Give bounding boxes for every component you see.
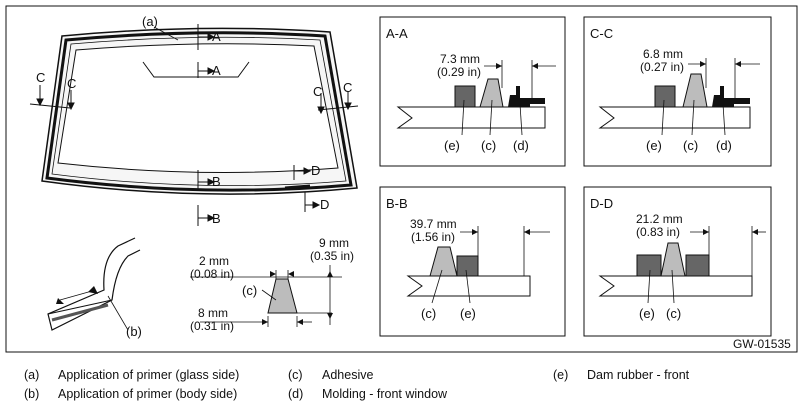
section-mark-d: [293, 165, 321, 212]
section-dd-title: D-D: [590, 196, 614, 211]
section-bb-title: B-B: [386, 196, 408, 211]
body-flange-inset: [47, 237, 141, 331]
section-label-d-lower: D: [320, 197, 330, 212]
section-bb-label-e: (e): [460, 306, 476, 321]
section-cc-title: C-C: [590, 26, 614, 41]
section-cc-dim-in: (0.27 in): [640, 60, 685, 74]
section-mark-a-notch: [197, 62, 216, 78]
section-cc-drawing: [598, 58, 760, 136]
legend-key: (b): [24, 387, 40, 401]
section-label-c-right-inner: C: [313, 84, 323, 99]
section-dd-dim: 21.2 mm: [636, 212, 683, 226]
legend-text: Dam rubber - front: [587, 368, 690, 382]
section-bb-drawing: [406, 226, 550, 304]
panel-frame-bb: [379, 186, 566, 337]
section-aa-label-c: (c): [481, 138, 497, 153]
section-cc-label-c: (c): [683, 138, 699, 153]
section-mark-b-lower: [197, 205, 216, 226]
legend-item-a: (a) Application of primer (glass side): [24, 368, 239, 382]
section-dd-label-e: (e): [639, 306, 655, 321]
legend-item-e: (e) Dam rubber - front: [553, 368, 689, 382]
bead-section: [190, 265, 342, 327]
bead-bottom-width-in: (0.31 in): [190, 319, 235, 333]
section-aa-dim: 7.3 mm: [440, 52, 481, 66]
legend-key: (d): [288, 387, 304, 401]
bead-bottom-width: 8 mm: [198, 306, 228, 320]
section-label-c-left-inner: C: [67, 76, 77, 91]
section-dd-dim-in: (0.83 in): [636, 225, 681, 239]
section-aa-dim-in: (0.29 in): [437, 65, 482, 79]
section-label-a-notch: A: [212, 63, 221, 78]
legend-item-d: (d) Molding - front window: [288, 387, 447, 401]
bead-height-in: (0.35 in): [310, 249, 355, 263]
section-label-b-lower: B: [212, 211, 221, 226]
legend-text: Adhesive: [322, 368, 374, 382]
section-bb-dim-in: (1.56 in): [411, 230, 456, 244]
section-label-a-top: A: [212, 29, 221, 44]
section-dd-drawing: [598, 226, 766, 304]
bead-top-width: 2 mm: [199, 254, 229, 268]
section-cc-dim: 6.8 mm: [643, 47, 684, 61]
section-mark-c-right: [317, 91, 359, 115]
bead-height: 9 mm: [319, 236, 349, 250]
section-mark-b-upper: [197, 170, 216, 190]
section-mark-a-top: [197, 24, 216, 50]
section-mark-c-left: [29, 85, 75, 111]
section-aa-drawing: [396, 60, 556, 136]
section-aa-title: A-A: [386, 26, 408, 41]
panel-frame-cc: [583, 16, 772, 167]
section-label-c-right-outer: C: [343, 80, 353, 95]
bead-top-width-in: (0.08 in): [190, 267, 235, 281]
section-bb-label-c: (c): [421, 306, 437, 321]
callout-a-leader: [153, 26, 179, 41]
section-label-b-upper: B: [212, 174, 221, 189]
figure-code: GW-01535: [733, 337, 791, 351]
callout-a: (a): [142, 14, 158, 29]
legend-item-c: (c) Adhesive: [288, 368, 373, 382]
callout-b: (b): [126, 324, 142, 339]
panel-frame-aa: [379, 16, 566, 167]
legend-text: Application of primer (body side): [58, 387, 238, 401]
legend-key: (a): [24, 368, 40, 382]
legend-text: Application of primer (glass side): [58, 368, 240, 382]
section-label-d-upper: D: [311, 163, 321, 178]
section-aa-label-d: (d): [513, 138, 529, 153]
legend-text: Molding - front window: [322, 387, 448, 401]
section-bb-dim: 39.7 mm: [410, 217, 457, 231]
windshield-overview: [41, 27, 358, 195]
panel-frame-dd: [583, 186, 772, 337]
legend-key: (c): [288, 368, 303, 382]
section-label-c-left-outer: C: [36, 70, 46, 85]
section-aa-label-e: (e): [444, 138, 460, 153]
legend-item-b: (b) Application of primer (body side): [24, 387, 237, 401]
callout-c-bead: (c): [242, 283, 258, 298]
legend-key: (e): [553, 368, 569, 382]
section-cc-label-e: (e): [646, 138, 662, 153]
section-dd-label-c: (c): [666, 306, 682, 321]
section-cc-label-d: (d): [716, 138, 732, 153]
